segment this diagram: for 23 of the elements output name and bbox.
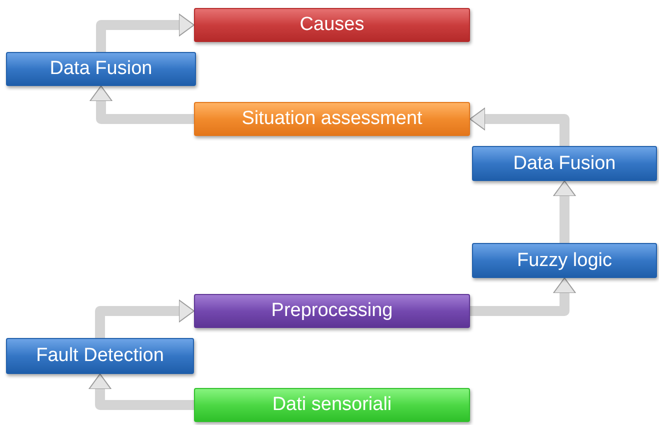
box-label: Preprocessing (271, 300, 393, 322)
process-box (194, 294, 470, 328)
box-label: Causes (300, 14, 364, 36)
box-label: Data Fusion (50, 58, 152, 80)
arrow (96, 14, 194, 52)
process-box (194, 8, 470, 42)
box-label: Dati sensoriali (272, 394, 392, 416)
arrow (90, 86, 194, 124)
arrow (470, 108, 570, 146)
process-box (6, 338, 194, 374)
arrow (95, 300, 194, 338)
box-label: Situation assessment (242, 108, 422, 130)
arrow (88, 374, 194, 410)
process-box (472, 243, 657, 278)
arrow (553, 180, 576, 243)
process-box (194, 388, 470, 422)
box-label: Fuzzy logic (516, 250, 612, 272)
box-label: Fault Detection (36, 345, 164, 367)
arrow (470, 278, 576, 316)
box-label: Data Fusion (513, 152, 616, 174)
process-box (472, 146, 657, 181)
process-box (6, 52, 196, 86)
process-box (194, 102, 470, 136)
